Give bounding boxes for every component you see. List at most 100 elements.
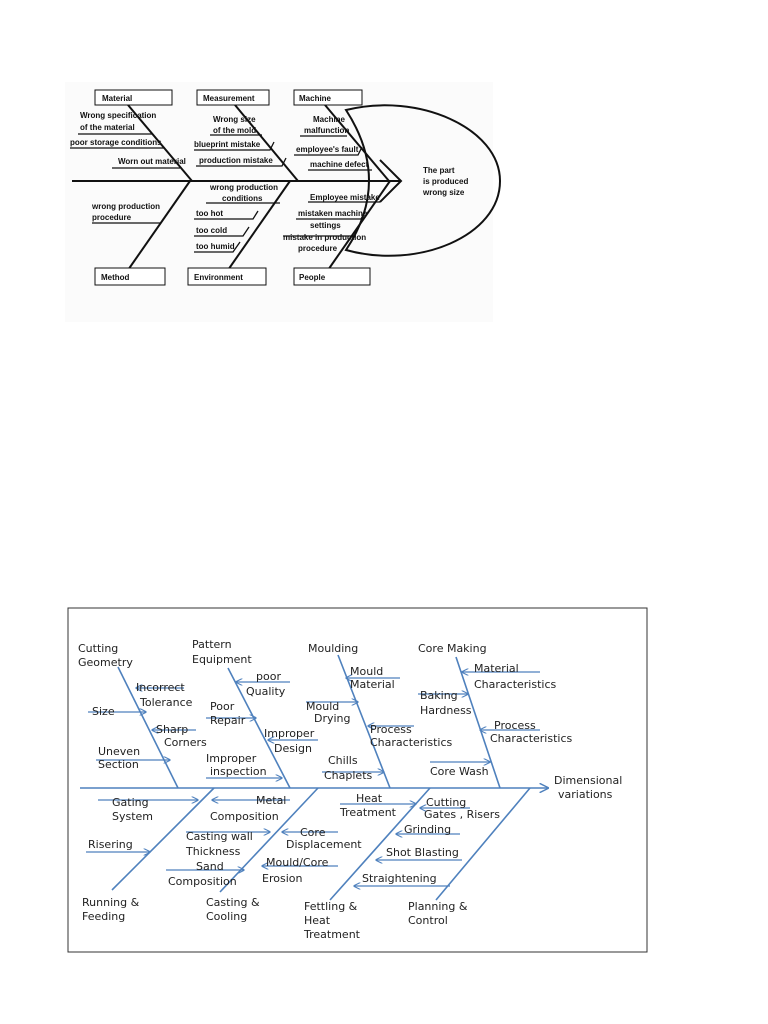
cause-label: Tolerance xyxy=(139,696,193,709)
fishbone-diagram-2: Dimensional variations Cutting Geometry … xyxy=(67,607,648,953)
category-box-machine xyxy=(293,89,363,106)
cause-label: Repair xyxy=(210,714,246,727)
cause-label: Sand xyxy=(196,860,224,873)
category-box-material xyxy=(94,89,173,106)
diagram1-effect-head xyxy=(344,104,502,257)
diagram1-cause-lines xyxy=(70,133,380,253)
cause-label: Material xyxy=(350,678,395,691)
bone-method xyxy=(127,180,191,271)
cause-label: Grinding xyxy=(404,823,451,836)
cause-label: settings xyxy=(310,221,341,230)
cause-label: Worn out material xyxy=(118,157,186,166)
cause-label: conditions xyxy=(222,194,263,203)
category-label: Casting & xyxy=(206,896,260,909)
bone-measurement xyxy=(234,104,299,182)
category-label: Heat xyxy=(304,914,331,927)
cause-label: Core Wash xyxy=(430,765,489,778)
cause-label: Composition xyxy=(168,875,237,888)
category-box-environment xyxy=(187,267,267,286)
cause-label: Gating xyxy=(112,796,149,809)
cause-label: of the mold xyxy=(213,126,256,135)
category-measurement: Measurement xyxy=(203,94,255,103)
cause-label: Core xyxy=(300,826,326,839)
cause-label: mistake in production xyxy=(283,233,366,242)
bone-running-feeding xyxy=(111,787,215,891)
cause-label: Chaplets xyxy=(324,769,373,782)
cause-label: employee's fault xyxy=(296,145,359,154)
cause-label: Treatment xyxy=(339,806,397,819)
bone-core-making xyxy=(455,656,501,789)
cause-label: Heat xyxy=(356,792,383,805)
cause-label: Corners xyxy=(164,736,207,749)
cause-label: poor xyxy=(256,670,281,683)
cause-label: Machine xyxy=(313,115,346,124)
cause-label: Displacement xyxy=(286,838,362,851)
bone-environment xyxy=(227,180,291,271)
cause-label: Baking xyxy=(420,689,458,702)
cause-label: Size xyxy=(92,705,115,718)
bone-people xyxy=(327,180,391,271)
effect-line: wrong size xyxy=(422,188,465,197)
cause-label: System xyxy=(112,810,153,823)
fishbone-diagram-1: Material Measurement Machine Method Envi… xyxy=(65,82,502,322)
category-material: Material xyxy=(102,94,132,103)
cause-label: Section xyxy=(98,758,139,771)
cause-label: Incorrect xyxy=(136,681,185,694)
cause-label: procedure xyxy=(92,213,132,222)
cause-label: Risering xyxy=(88,838,133,851)
cause-label: malfunction xyxy=(304,126,349,135)
bone-material xyxy=(127,104,193,182)
cause-label: poor storage conditions xyxy=(70,138,162,147)
category-environment: Environment xyxy=(194,273,243,282)
cause-label: Improper xyxy=(264,727,315,740)
cause-label: machine defect xyxy=(310,160,369,169)
cause-label: Cutting xyxy=(426,796,466,809)
category-machine: Machine xyxy=(299,94,332,103)
cause-label: Mould/Core xyxy=(266,856,329,869)
category-label: Control xyxy=(408,914,448,927)
bone-machine xyxy=(324,104,390,182)
cause-label: Design xyxy=(274,742,312,755)
cause-label: Metal xyxy=(256,794,286,807)
cause-label: Wrong size xyxy=(213,115,256,124)
cause-label: Shot Blasting xyxy=(386,846,459,859)
cause-label: inspection xyxy=(210,765,267,778)
category-label: Planning & xyxy=(408,900,468,913)
category-box-measurement xyxy=(196,89,270,106)
cause-label: Quality xyxy=(246,685,286,698)
cause-label: too hot xyxy=(196,209,223,218)
cause-label: Improper xyxy=(206,752,257,765)
cause-label: procedure xyxy=(298,244,338,253)
category-label: Core Making xyxy=(418,642,487,655)
category-label: Cutting xyxy=(78,642,118,655)
category-label: Fettling & xyxy=(304,900,358,913)
cause-label: Chills xyxy=(328,754,358,767)
cause-label: blueprint mistake xyxy=(194,140,261,149)
diagram2-frame xyxy=(67,607,648,953)
category-box-people xyxy=(293,267,371,286)
cause-label: too cold xyxy=(196,226,227,235)
category-method: Method xyxy=(101,273,130,282)
diagram2-cause-arrows xyxy=(86,672,540,886)
bone-pattern-equipment xyxy=(227,667,291,789)
cause-label: wrong production xyxy=(209,183,278,192)
cause-label: Hardness xyxy=(420,704,472,717)
cause-label: Composition xyxy=(210,810,279,823)
bone-casting-cooling xyxy=(219,787,319,893)
effect-line: The part xyxy=(423,166,455,175)
cause-label: production mistake xyxy=(199,156,273,165)
cause-label: Poor xyxy=(210,700,235,713)
category-label: Geometry xyxy=(78,656,133,669)
cause-label: Employee mistake xyxy=(310,193,380,202)
bone-planning xyxy=(435,787,531,901)
cause-label: Material xyxy=(474,662,519,675)
cause-label: too humid xyxy=(196,242,235,251)
cause-label: Characteristics xyxy=(490,732,573,745)
cause-label: Mould xyxy=(306,700,339,713)
cause-label: Drying xyxy=(314,712,351,725)
category-label: Treatment xyxy=(303,928,361,941)
cause-label: Sharp xyxy=(156,723,188,736)
cause-label: of the material xyxy=(80,123,135,132)
category-label: Equipment xyxy=(192,653,252,666)
